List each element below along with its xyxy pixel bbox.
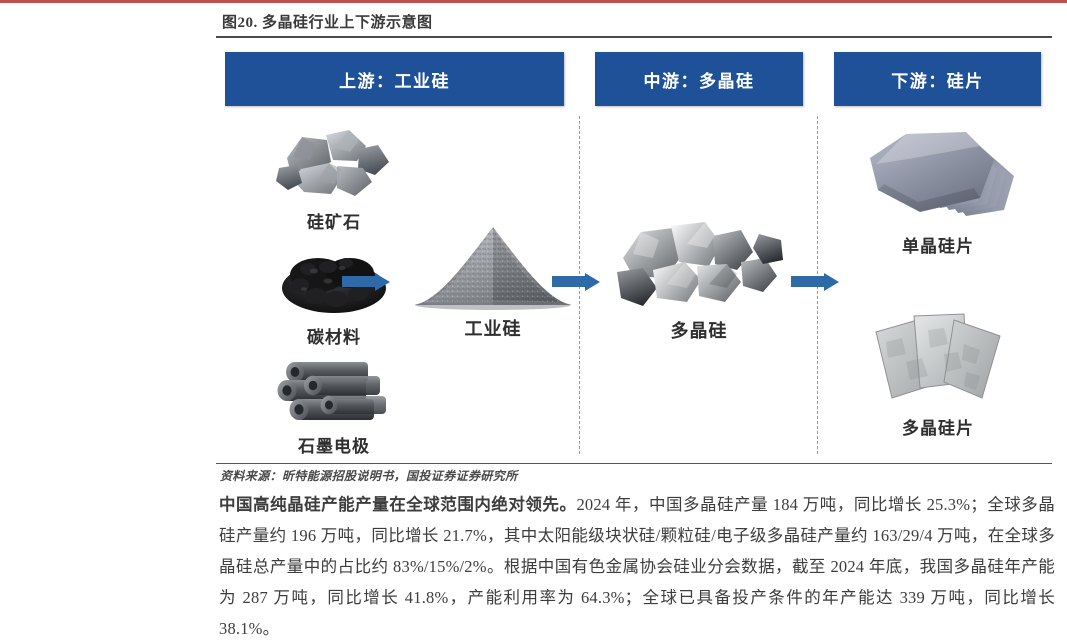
title-divider: [216, 36, 1052, 38]
segment-header-midstream: 中游：多晶硅: [595, 52, 803, 106]
figure-panel: 上游：工业硅 中游：多晶硅 下游：硅片: [216, 38, 1052, 463]
polysilicon-chunks-icon: [608, 218, 790, 313]
page-footer-ghost: [0, 627, 300, 638]
page-top-rule: [0, 0, 1067, 3]
item-mono-wafer: 单晶硅片: [838, 124, 1038, 257]
item-caption-industrial-silicon: 工业硅: [464, 319, 522, 339]
body-paragraph: 中国高纯晶硅产能产量在全球范围内绝对领先。2024 年，中国多晶硅产量 184 …: [219, 489, 1055, 644]
item-caption-mono-wafer: 单晶硅片: [902, 237, 974, 256]
figure-title: 图20. 多晶硅行业上下游示意图: [222, 15, 433, 31]
item-carbon-material: 碳材料: [234, 241, 434, 348]
mono-wafer-icon: [838, 124, 1038, 228]
industrial-silicon-pile-icon: [406, 213, 580, 311]
segment-header-downstream: 下游：硅片: [834, 52, 1041, 106]
body-lead-sentence: 中国高纯晶硅产能产量在全球范围内绝对领先。: [219, 495, 577, 514]
graphite-electrode-icon: [234, 356, 434, 428]
item-caption-graphite-electrode: 石墨电极: [298, 437, 370, 456]
segment-header-upstream: 上游：工业硅: [225, 52, 564, 106]
item-poly-wafer: 多晶硅片: [838, 302, 1038, 439]
arrow-industrial-to-polysilicon: [552, 273, 600, 291]
body-rest-text: 2024 年，中国多晶硅产量 184 万吨，同比增长 25.3%；全球多晶硅产量…: [219, 495, 1055, 638]
poly-wafer-icon: [838, 302, 1038, 410]
item-caption-carbon-material: 碳材料: [307, 328, 361, 347]
source-divider: [216, 463, 1052, 464]
item-caption-polysilicon: 多晶硅: [670, 321, 728, 341]
carbon-material-icon: [234, 241, 434, 319]
silicon-ore-icon: [234, 124, 434, 204]
item-polysilicon: 多晶硅: [608, 218, 790, 343]
arrow-polysilicon-to-wafer: [791, 273, 839, 291]
item-caption-poly-wafer: 多晶硅片: [902, 419, 974, 438]
item-caption-silicon-ore: 硅矿石: [307, 213, 361, 232]
item-silicon-ore: 硅矿石: [234, 124, 434, 233]
item-industrial-silicon: 工业硅: [406, 213, 580, 341]
item-graphite-electrode: 石墨电极: [234, 356, 434, 457]
figure-source: 资料来源：昕特能源招股说明书，国投证券证券研究所: [220, 469, 518, 483]
arrow-upstream-to-industrial: [342, 273, 390, 291]
